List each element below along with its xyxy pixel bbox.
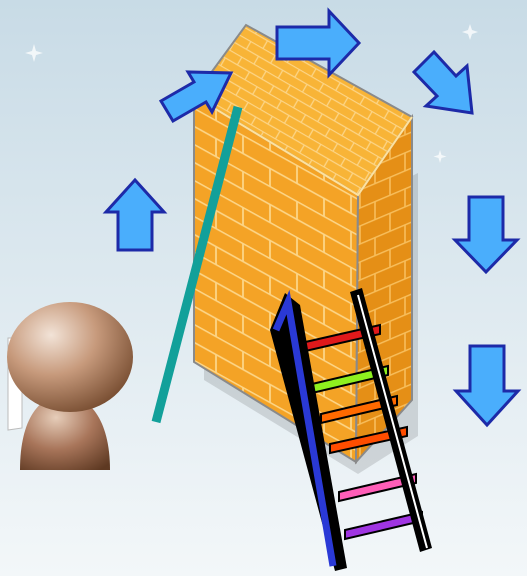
person-head xyxy=(7,302,133,412)
